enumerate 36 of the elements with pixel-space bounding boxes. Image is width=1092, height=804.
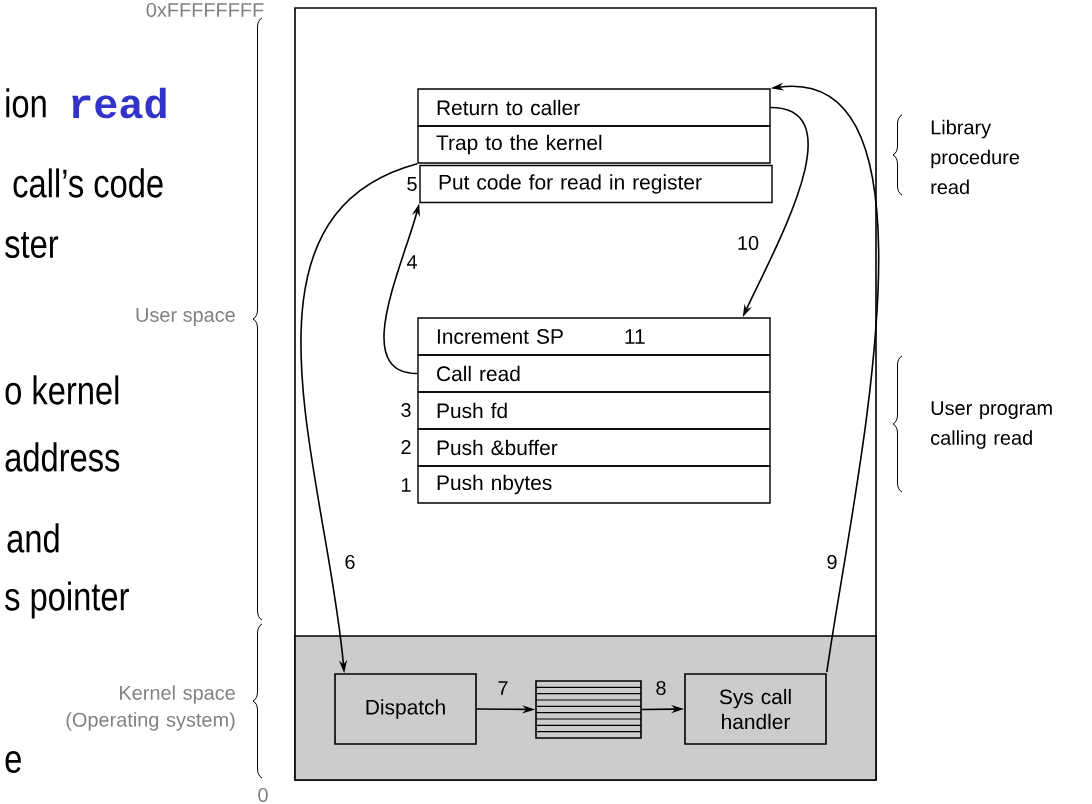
- kernel-band: [294, 635, 877, 781]
- region-label: User program calling read: [931, 401, 1052, 449]
- process-box: Dispatch: [334, 673, 477, 745]
- step-number: 10: [735, 234, 761, 252]
- table-row: Return to caller: [417, 88, 771, 127]
- slide-text: ster: [5, 231, 59, 259]
- slide-text: address: [5, 442, 120, 472]
- step-number: 4: [405, 254, 419, 270]
- slide-text: ion: [6, 88, 46, 118]
- step-number: 2: [401, 440, 411, 454]
- table-row: Push fd: [417, 391, 771, 430]
- slide-text: call’s code: [13, 168, 163, 198]
- region-label: User space: [136, 308, 235, 326]
- slide-text: e: [5, 751, 21, 773]
- step-number: 5: [407, 177, 417, 191]
- code-word: read: [72, 87, 166, 119]
- step-number: 1: [402, 478, 411, 492]
- process-box: Sys call handler: [684, 673, 827, 745]
- table-row: Trap to the kernel: [417, 125, 771, 164]
- step-number: 6: [343, 553, 357, 571]
- table-drawing: [535, 680, 642, 739]
- table-row: Push &buffer: [417, 428, 771, 467]
- table-row: Push nbytes: [417, 465, 771, 504]
- region-label: Kernel space (Operating system): [66, 685, 235, 731]
- table-row: Increment SP 11: [417, 317, 771, 356]
- address-label: 0: [258, 787, 268, 803]
- region-label: Library procedure read: [931, 119, 1019, 195]
- step-number: 9: [825, 553, 839, 571]
- slide-text: s pointer: [5, 581, 129, 619]
- address-label: 0xFFFFFFFF: [146, 2, 264, 18]
- step-number: 7: [496, 680, 510, 696]
- slide-text: o kernel: [5, 375, 119, 405]
- table-row: Call read: [417, 354, 771, 393]
- slide-text: and: [7, 523, 59, 553]
- step-number: 3: [401, 402, 411, 418]
- table-row: Put code for read in register: [419, 164, 773, 204]
